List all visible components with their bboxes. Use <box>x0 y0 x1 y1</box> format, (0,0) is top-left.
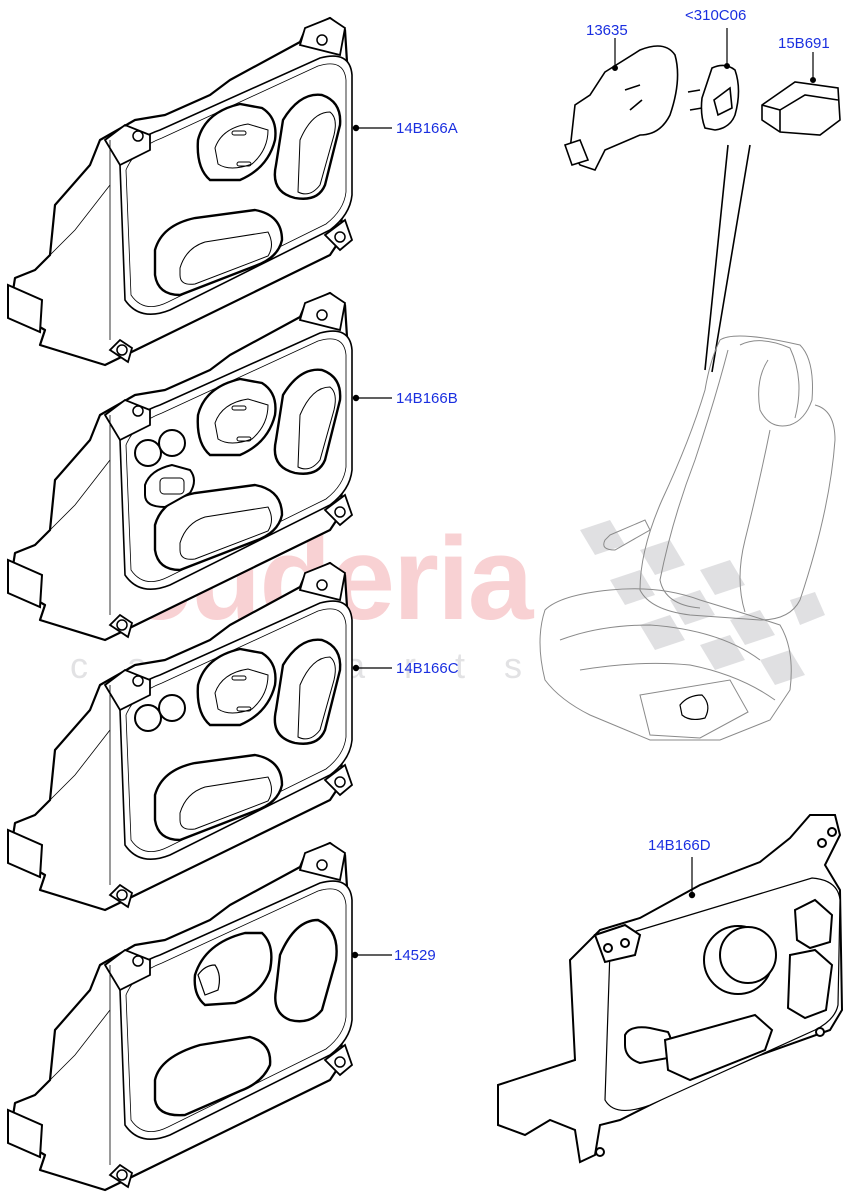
callout-15B691[interactable]: 15B691 <box>778 35 830 52</box>
panel-14B166C <box>6 561 354 912</box>
callout-14B166C[interactable]: 14B166C <box>396 660 459 677</box>
seat-illustration <box>539 335 836 741</box>
callout-13635[interactable]: 13635 <box>586 22 628 39</box>
callout-14B166B[interactable]: 14B166B <box>396 390 458 407</box>
callout-14529[interactable]: 14529 <box>394 947 436 964</box>
panel-14529 <box>6 841 354 1192</box>
callout-14B166D[interactable]: 14B166D <box>648 837 711 854</box>
panel-14B166B <box>6 291 354 642</box>
callout-14B166A[interactable]: 14B166A <box>396 120 458 137</box>
part-15B691 <box>761 81 841 136</box>
part-14B166D <box>497 814 844 1164</box>
part-13635 <box>563 45 679 171</box>
panel-14B166A <box>6 16 354 367</box>
callout-310C06[interactable]: <310C06 <box>685 7 747 24</box>
part-310C06 <box>687 64 740 131</box>
